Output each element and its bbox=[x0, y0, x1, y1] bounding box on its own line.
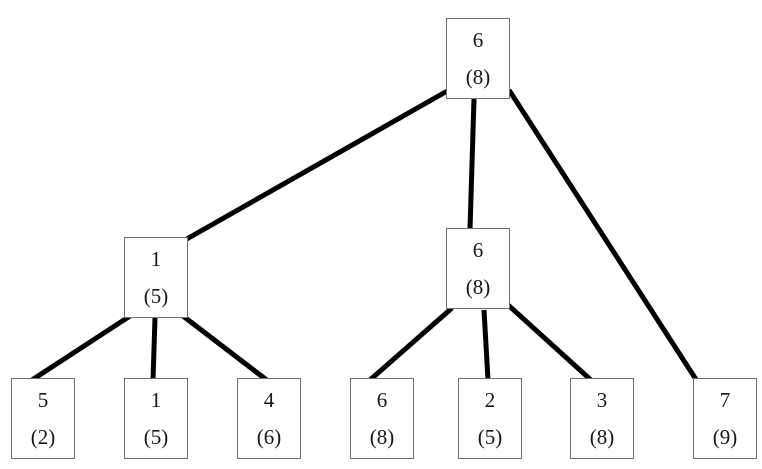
node-value: 6 bbox=[376, 387, 388, 412]
tree-node-leaf-4[interactable]: 6(8) bbox=[350, 378, 414, 459]
tree-node-leaf-7[interactable]: 7(9) bbox=[693, 378, 757, 459]
node-count: (5) bbox=[143, 424, 169, 449]
tree-edge-mid-left-to-leaf-1 bbox=[30, 313, 132, 383]
tree-edge-mid-right-to-leaf-6 bbox=[505, 302, 594, 383]
tree-edge-root-to-leaf-7 bbox=[506, 88, 700, 383]
tree-node-leaf-1[interactable]: 5(2) bbox=[11, 378, 75, 459]
node-count: (5) bbox=[477, 424, 503, 449]
node-count: (5) bbox=[143, 283, 169, 308]
tree-node-leaf-5[interactable]: 2(5) bbox=[458, 378, 522, 459]
tree-edge-mid-left-to-leaf-3 bbox=[181, 314, 270, 383]
node-value: 1 bbox=[150, 246, 162, 271]
tree-edge-root-to-mid-right bbox=[467, 98, 477, 230]
node-count: (9) bbox=[712, 424, 738, 449]
tree-edge-root-to-mid-left bbox=[183, 87, 451, 243]
node-value: 3 bbox=[596, 387, 608, 412]
node-count: (8) bbox=[465, 274, 491, 299]
node-count: (8) bbox=[589, 424, 615, 449]
tree-edge-mid-right-to-leaf-5 bbox=[481, 309, 491, 381]
node-value: 4 bbox=[263, 387, 275, 412]
tree-edge-mid-left-to-leaf-2 bbox=[150, 317, 158, 381]
node-value: 7 bbox=[719, 387, 731, 412]
tree-node-leaf-2[interactable]: 1(5) bbox=[124, 378, 188, 459]
node-count: (8) bbox=[369, 424, 395, 449]
node-count: (6) bbox=[256, 424, 282, 449]
node-count: (2) bbox=[30, 424, 56, 449]
node-value: 5 bbox=[37, 387, 49, 412]
node-value: 6 bbox=[472, 27, 484, 52]
tree-node-leaf-3[interactable]: 4(6) bbox=[237, 378, 301, 459]
tree-node-mid-left[interactable]: 1(5) bbox=[124, 237, 188, 318]
tree-node-mid-right[interactable]: 6(8) bbox=[446, 228, 510, 309]
tree-edge-mid-right-to-leaf-4 bbox=[368, 306, 454, 382]
node-value: 2 bbox=[484, 387, 496, 412]
node-value: 1 bbox=[150, 387, 162, 412]
tree-node-leaf-6[interactable]: 3(8) bbox=[570, 378, 634, 459]
node-count: (8) bbox=[465, 64, 491, 89]
node-value: 6 bbox=[472, 237, 484, 262]
tree-node-root[interactable]: 6(8) bbox=[446, 18, 510, 99]
